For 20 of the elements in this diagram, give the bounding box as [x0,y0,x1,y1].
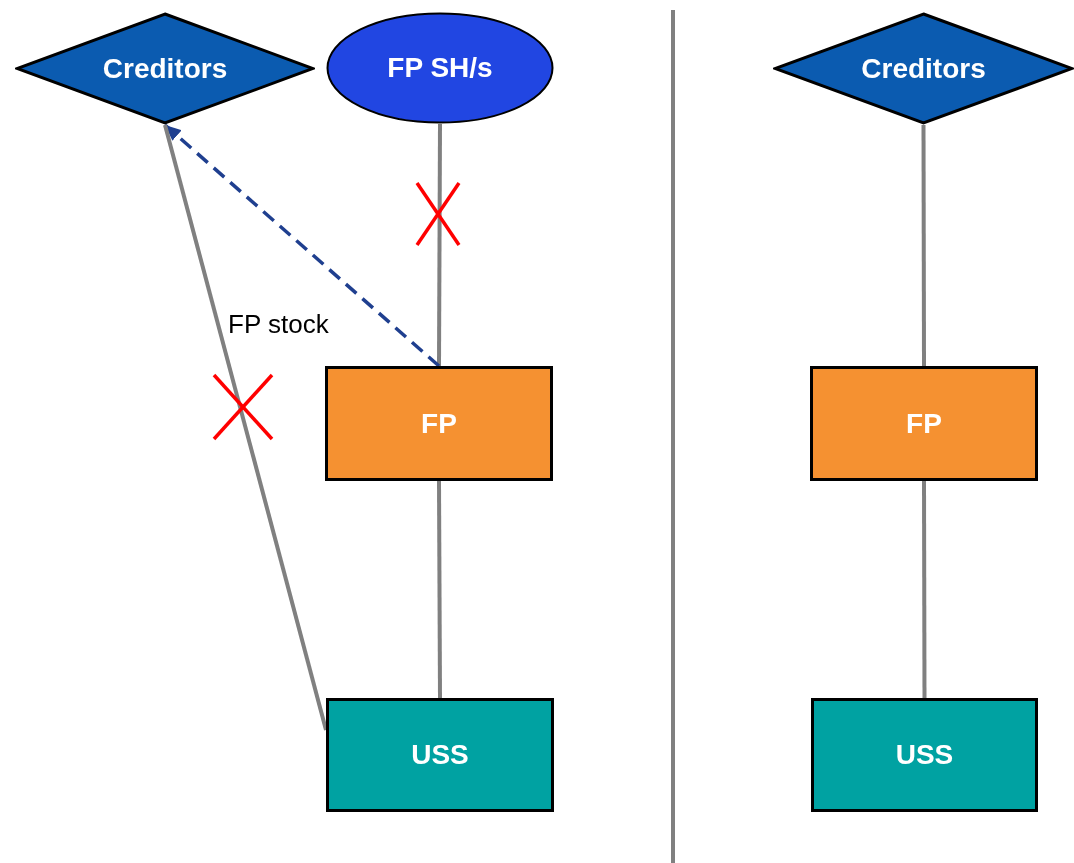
node-label: Creditors [102,54,228,83]
arrow [163,123,441,368]
node-label: FP SH/s [387,54,493,82]
process-box [810,366,1038,481]
node-label: FP [906,409,942,438]
node-label: USS [411,741,469,769]
connector-line [921,125,926,366]
decision-diamond [773,12,1074,125]
node-label: USS [895,741,954,769]
connector-line [163,124,328,731]
process-box [325,366,553,481]
connector-line [437,124,442,366]
decision-diamond [15,12,315,125]
process-box [326,698,554,812]
connector-line [922,481,927,698]
node-label: FP [421,409,457,438]
connector-line [437,481,442,698]
node-label: Creditors [861,54,986,83]
process-box [811,698,1038,812]
ellipse-node [326,12,554,124]
